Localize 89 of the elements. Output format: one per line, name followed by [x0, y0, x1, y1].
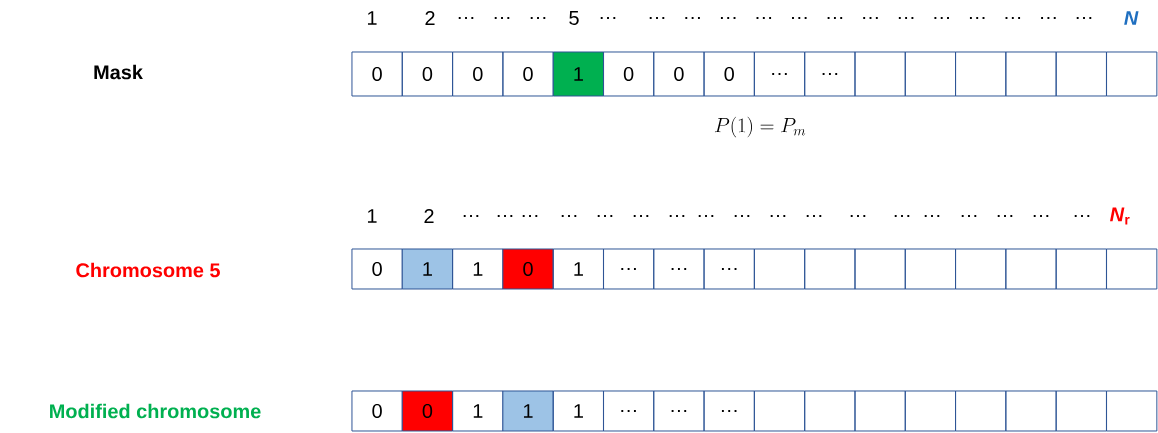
bit-cell: …	[602, 390, 655, 432]
position-label: 1	[368, 209, 377, 223]
bit-cell: …	[602, 248, 655, 290]
position-label: …	[633, 214, 649, 218]
empty-cell	[854, 248, 906, 290]
empty-cell	[1005, 248, 1057, 290]
bit-cell: 0	[401, 390, 454, 432]
position-label: …	[997, 214, 1013, 218]
bit-cell: …	[653, 390, 705, 432]
position-label: …	[898, 16, 914, 20]
position-label: …	[1033, 214, 1049, 218]
position-label: …	[463, 214, 479, 218]
position-label: …	[600, 16, 616, 20]
bit-cell: 0	[351, 51, 403, 97]
bit-cell: …	[703, 390, 755, 432]
position-label: …	[1074, 214, 1090, 218]
position-label: …	[1041, 16, 1056, 20]
bit-cell: 1	[552, 390, 605, 432]
position-label: …	[497, 214, 513, 218]
position-label: …	[792, 16, 807, 20]
empty-cell	[1106, 248, 1158, 290]
bit-cell: 0	[703, 51, 755, 97]
position-label: …	[734, 214, 750, 218]
bit-cell: 0	[452, 51, 504, 97]
bit-cell: 1	[502, 390, 554, 432]
empty-cell	[955, 390, 1007, 432]
bit-cell: 1	[552, 51, 605, 97]
formula: $P(1) = P_m$	[714, 116, 806, 138]
bit-cell: 0	[653, 51, 705, 97]
position-label: …	[1076, 16, 1092, 20]
position-label: N$_{r}$	[1110, 207, 1130, 225]
bit-cell: …	[753, 51, 806, 97]
position-label: …	[806, 214, 822, 218]
bit-cell: 0	[602, 51, 655, 97]
position-label: …	[969, 16, 985, 20]
bit-cell: 0	[401, 51, 454, 97]
empty-cell	[904, 51, 957, 97]
empty-cell	[804, 248, 856, 290]
bit-cell: …	[804, 51, 856, 97]
bit-cell: …	[703, 248, 755, 290]
position-label: …	[827, 16, 843, 20]
empty-cell	[1055, 248, 1107, 290]
position-label: …	[522, 214, 538, 218]
bit-cell: 0	[502, 248, 554, 290]
empty-cell	[854, 390, 906, 432]
position-label: …	[685, 16, 700, 20]
position-label: …	[863, 16, 878, 20]
position-label: …	[597, 214, 613, 218]
position-label: …	[561, 214, 577, 218]
empty-cell	[854, 51, 906, 97]
bit-cell: 1	[552, 248, 605, 290]
row-label: Mask	[94, 64, 143, 80]
empty-cell	[1106, 390, 1158, 432]
position-label: 5	[569, 11, 579, 25]
position-label: …	[770, 214, 786, 218]
empty-cell	[955, 248, 1007, 290]
position-label: …	[756, 16, 772, 20]
position-label: …	[934, 16, 949, 20]
position-label: …	[961, 214, 977, 218]
empty-cell	[904, 248, 957, 290]
position-label: …	[669, 214, 685, 218]
position-label: 2	[424, 209, 434, 223]
position-label: 2	[425, 11, 435, 25]
empty-cell	[1005, 390, 1057, 432]
row-label: Modified chromosome	[50, 403, 261, 419]
position-label: …	[894, 214, 910, 218]
empty-cell	[1055, 51, 1107, 97]
position-label: N	[1124, 11, 1139, 25]
empty-cell	[955, 51, 1007, 97]
position-label: …	[649, 16, 665, 20]
position-label: …	[850, 214, 866, 218]
row-label: Chromosome 5	[76, 262, 220, 278]
empty-cell	[1005, 51, 1057, 97]
position-label: 1	[368, 11, 377, 25]
empty-cell	[904, 390, 957, 432]
bit-cell: 1	[401, 248, 454, 290]
position-label: …	[924, 214, 940, 218]
position-label: …	[720, 16, 736, 20]
empty-cell	[804, 390, 856, 432]
empty-cell	[1055, 390, 1107, 432]
position-label: …	[530, 16, 546, 20]
position-label: …	[458, 16, 474, 20]
bit-cell: …	[653, 248, 705, 290]
position-label: …	[494, 16, 510, 20]
empty-cell	[753, 390, 806, 432]
position-label: …	[698, 214, 714, 218]
empty-cell	[1106, 51, 1158, 97]
empty-cell	[753, 248, 806, 290]
position-label: …	[1005, 16, 1021, 20]
